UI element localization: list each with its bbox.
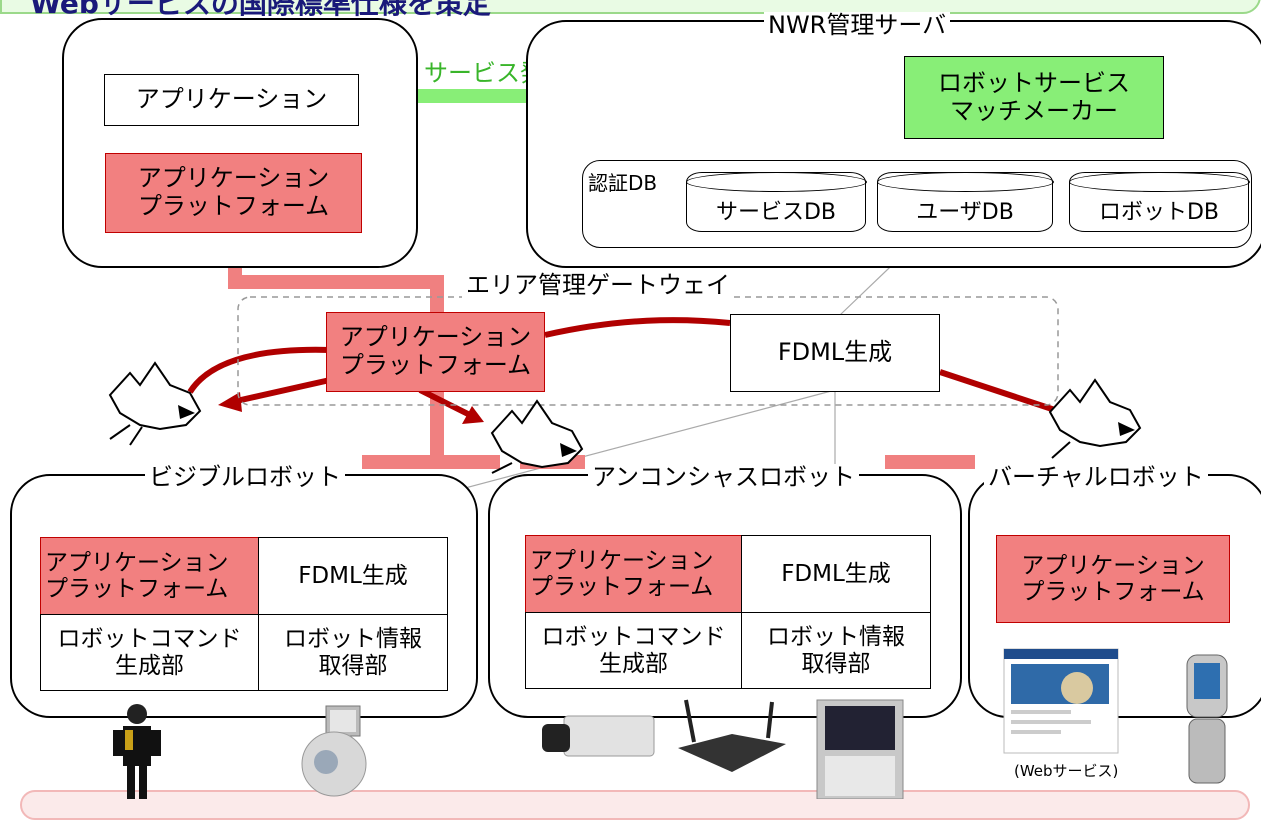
- visible-info-line1: ロボット情報: [284, 626, 422, 653]
- gateway-fdml-box[interactable]: FDML生成: [730, 314, 940, 392]
- web-service-caption: (Webサービス): [1014, 762, 1119, 780]
- visible-fdml-label: FDML生成: [298, 562, 408, 589]
- app-label: アプリケーション: [135, 85, 328, 114]
- tv-cabinet-icon: [815, 698, 905, 799]
- mobile-phone-icon: [1185, 653, 1229, 785]
- robot-db-label: ロボットDB: [1098, 199, 1220, 225]
- gateway-platform-line2: プラットフォーム: [339, 351, 532, 379]
- bird-agent-icon: [100, 355, 208, 447]
- agent-arrow-down: [418, 387, 472, 418]
- visible-robot-label: ビジブルロボット: [145, 463, 345, 492]
- service-db-label: サービスDB: [715, 199, 837, 225]
- title-banner: Webサービスの国際標準仕様を策定: [0, 0, 1261, 20]
- title-text: Webサービスの国際標準仕様を策定: [30, 0, 491, 20]
- humanoid-robot-icon: [105, 700, 165, 799]
- security-camera-icon: [540, 712, 658, 760]
- app-platform-line1: アプリケーション: [137, 164, 330, 193]
- agent-arrow-left-back: [231, 377, 331, 405]
- visible-platform-box[interactable]: アプリケーション プラットフォーム: [40, 537, 259, 615]
- bird-agent-icon: [482, 393, 590, 475]
- user-db-label: ユーザDB: [916, 199, 1014, 225]
- agent-arrowhead-down: [462, 406, 484, 424]
- unconscious-info-line2: 取得部: [801, 650, 871, 677]
- auth-db-label: 認証DB: [588, 171, 658, 195]
- virtual-platform-box[interactable]: アプリケーション プラットフォーム: [996, 535, 1230, 623]
- unconscious-robot-label: アンコンシャスロボット: [588, 463, 860, 492]
- unconscious-platform-line1: アプリケーション: [530, 547, 714, 574]
- app-box[interactable]: アプリケーション: [104, 74, 359, 126]
- nwr-server-label: NWR管理サーバ: [764, 11, 951, 40]
- visible-info-line2: 取得部: [318, 652, 388, 679]
- router-icon: [672, 698, 790, 776]
- unconscious-cmd-box[interactable]: ロボットコマンド 生成部: [525, 612, 742, 689]
- visible-cmd-box[interactable]: ロボットコマンド 生成部: [40, 614, 259, 691]
- web-page-icon: [1003, 648, 1119, 754]
- service-db[interactable]: サービスDB: [685, 171, 867, 232]
- virtual-robot-label: バーチャルロボット: [984, 463, 1208, 492]
- visible-platform-line1: アプリケーション: [45, 549, 229, 576]
- app-platform-box[interactable]: アプリケーション プラットフォーム: [105, 153, 362, 233]
- visible-cmd-line1: ロボットコマンド: [57, 626, 242, 653]
- unconscious-info-line1: ロボット情報: [767, 624, 905, 651]
- agent-arrow-fdml: [544, 317, 731, 338]
- gateway-label: エリア管理ゲートウェイ: [462, 271, 734, 300]
- robot-db[interactable]: ロボットDB: [1068, 171, 1250, 232]
- agent-arrowhead-left: [218, 392, 242, 412]
- bird-agent-icon: [1040, 372, 1150, 464]
- virtual-platform-line1: アプリケーション: [1021, 552, 1205, 579]
- visible-platform-line2: プラットフォーム: [45, 576, 229, 602]
- unconscious-platform-line2: プラットフォーム: [530, 574, 714, 600]
- agent-arrow-left: [187, 346, 331, 394]
- gateway-platform-box[interactable]: アプリケーション プラットフォーム: [326, 312, 545, 392]
- visible-cmd-line2: 生成部: [115, 652, 184, 679]
- unconscious-info-box[interactable]: ロボット情報 取得部: [741, 612, 931, 689]
- visible-fdml-box[interactable]: FDML生成: [258, 537, 448, 615]
- user-db[interactable]: ユーザDB: [876, 171, 1054, 232]
- unconscious-cmd-line1: ロボットコマンド: [541, 624, 726, 651]
- camera-robot-icon: [300, 702, 370, 799]
- visible-info-box[interactable]: ロボット情報 取得部: [258, 614, 448, 691]
- virtual-platform-line2: プラットフォーム: [1021, 579, 1205, 605]
- unconscious-fdml-label: FDML生成: [781, 560, 891, 587]
- agent-arrow-right: [939, 369, 1056, 413]
- matchmaker-box[interactable]: ロボットサービス マッチメーカー: [904, 56, 1164, 139]
- matchmaker-line2: マッチメーカー: [950, 96, 1118, 125]
- gateway-platform-line1: アプリケーション: [339, 323, 532, 352]
- matchmaker-line1: ロボットサービス: [938, 68, 1130, 97]
- gateway-fdml-label: FDML生成: [777, 338, 893, 367]
- unconscious-fdml-box[interactable]: FDML生成: [741, 535, 931, 613]
- app-platform-line2: プラットフォーム: [137, 192, 330, 220]
- unconscious-cmd-line2: 生成部: [599, 650, 668, 677]
- unconscious-platform-box[interactable]: アプリケーション プラットフォーム: [525, 535, 742, 613]
